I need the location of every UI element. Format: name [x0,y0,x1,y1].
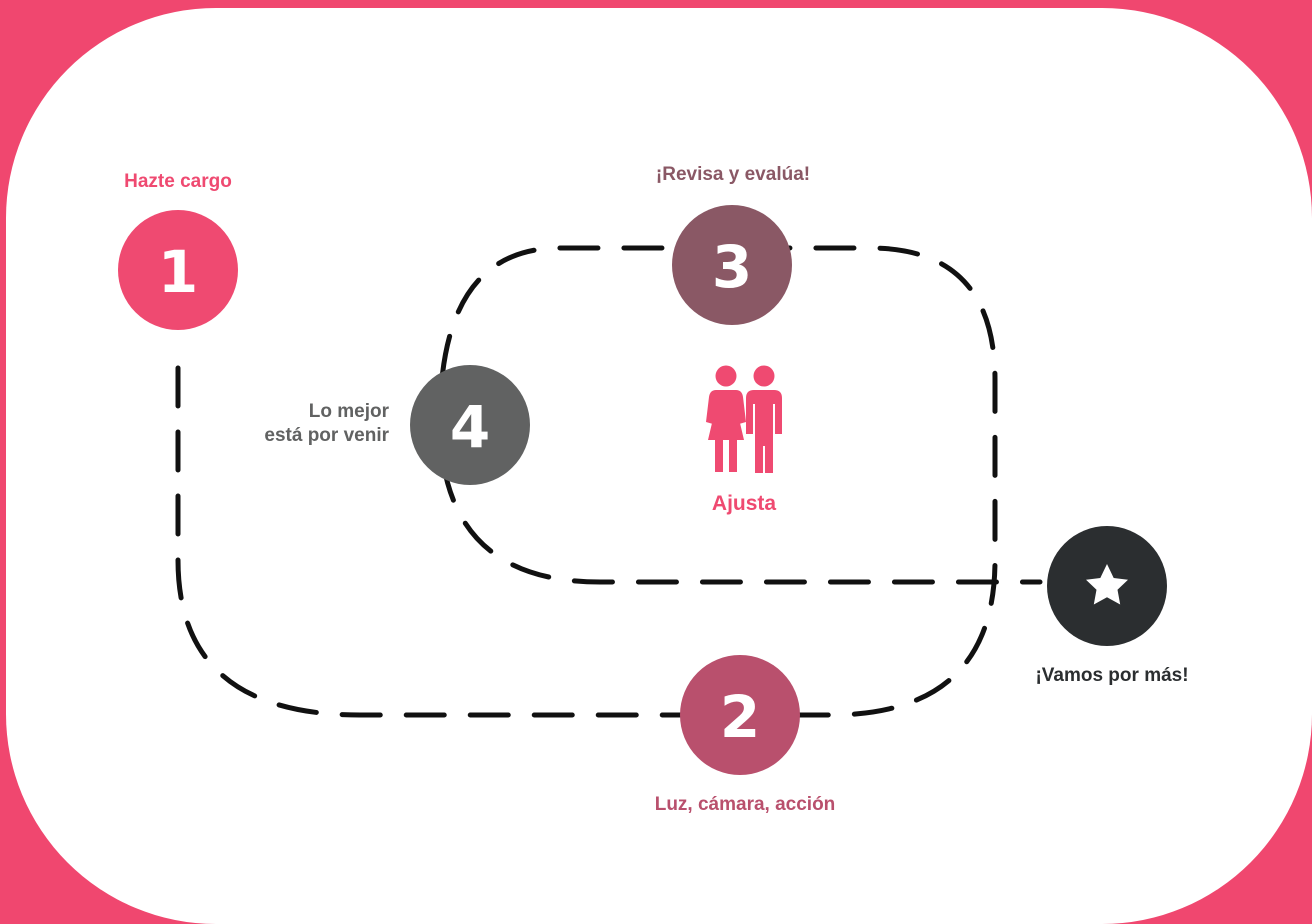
outer-dashed-path [175,245,1043,718]
step-4-number: 4 [450,393,490,461]
diagram-card [6,8,1312,924]
star-icon [1086,564,1128,605]
step-1-node: 1 [118,210,238,330]
step-1-number: 1 [158,238,198,306]
step-2-number: 2 [720,683,760,751]
step-4-node: 4 [410,365,530,485]
center-label: Ajusta [711,492,777,515]
step-3-node: 3 [672,205,792,325]
step-4-label: Lo mejor está por venir [264,400,389,448]
step-1-label: Hazte cargo [124,171,232,192]
step-3-number: 3 [712,233,752,301]
step-2-node: 2 [680,655,800,775]
step-3-label: ¡Revisa y evalúa! [655,164,811,185]
step-4-label-line2: está por venir [264,425,389,446]
step-2-label: Luz, cámara, acción [654,794,836,815]
goal-node [1047,526,1167,646]
step-4-label-line1: Lo mejor [308,401,389,422]
goal-label: ¡Vamos por más! [1035,665,1189,686]
couple-icon [706,365,782,473]
